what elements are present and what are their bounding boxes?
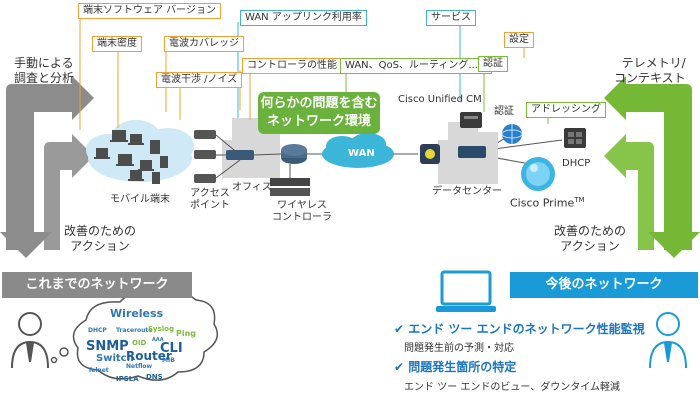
- cisco-prime-icon: [521, 157, 555, 191]
- right-action-label: 改善のための アクション: [554, 224, 626, 254]
- access-point-icons: [194, 130, 216, 183]
- callout-rf-interference: 電波干渉 /ノイズ: [156, 72, 243, 88]
- check-icon: ✔: [394, 360, 405, 374]
- cucm-label: Cisco Unified CM: [398, 94, 482, 105]
- wireless-controller-icon: [270, 178, 310, 196]
- router-icon: [281, 144, 307, 164]
- cucm-server-icon: [460, 112, 482, 128]
- dhcp-label: DHCP: [562, 158, 591, 169]
- wan-label: WAN: [348, 148, 375, 159]
- callout-client-software: 端末ソフトウェア バージョン: [78, 3, 221, 19]
- manual-analysis-line1: 手動による: [14, 56, 74, 70]
- callout-controller-perf: コントローラの性能: [242, 58, 342, 74]
- bullet-1-title-text: エンド ツー エンドのネットワーク性能監視: [408, 322, 645, 336]
- telemetry-line2: コンテキスト: [614, 71, 686, 85]
- access-point-label-line1: アクセス: [190, 188, 230, 199]
- bullet-2-title-text: 問題発生箇所の特定: [408, 360, 517, 374]
- mobile-devices: [94, 130, 168, 184]
- telemetry-label: テレメトリ/ コンテキスト: [614, 56, 686, 86]
- access-point-label: アクセス ポイント: [190, 188, 230, 212]
- auth-server-label: 認証: [494, 106, 514, 117]
- problem-network-box: 何らかの問題を含む ネットワーク環境: [258, 92, 380, 134]
- bullet-2-title: ✔ 問題発生箇所の特定: [394, 358, 516, 375]
- thought-cloud: [50, 291, 219, 381]
- callout-rf-coverage: 電波カバレッジ: [164, 36, 244, 52]
- callout-client-density: 端末密度: [92, 36, 142, 52]
- left-action-line2: アクション: [70, 239, 130, 253]
- mobile-device-label: モバイル端末: [110, 194, 170, 205]
- cisco-prime-tm: TM: [574, 196, 585, 204]
- callout-services: サービス: [426, 10, 476, 26]
- problem-line2: ネットワーク環境: [266, 114, 371, 129]
- datacenter-label: データセンター: [432, 186, 502, 197]
- wlc-label-line1: ワイヤレス: [277, 200, 327, 211]
- manual-analysis-label: 手動による 調査と分析: [14, 56, 74, 86]
- bullet-2-sub: エンド ツー エンドのビュー、ダウンタイム軽減: [404, 382, 621, 393]
- callout-wan-qos: WAN、QoS、ルーティング......: [340, 58, 493, 74]
- callout-wan-uplink: WAN アップリンク利用率: [240, 10, 367, 26]
- wlc-label-line2: コントローラ: [272, 212, 332, 223]
- person-left-icon: [11, 312, 49, 369]
- office-buildings: [222, 118, 280, 178]
- wlc-label: ワイヤレス コントローラ: [272, 200, 332, 224]
- auth-server-icon: [501, 124, 523, 144]
- cisco-prime-label: Cisco PrimeTM: [510, 194, 585, 210]
- cisco-prime-text: Cisco Prime: [510, 196, 575, 210]
- problem-line1: 何らかの問題を含む: [260, 96, 378, 111]
- manual-analysis-line2: 調査と分析: [14, 71, 75, 85]
- right-loop-arrow: [604, 76, 700, 258]
- firewall-icon: [420, 144, 440, 164]
- future-network-button[interactable]: 今後のネットワーク: [510, 272, 698, 298]
- right-action-line2: アクション: [560, 239, 620, 253]
- left-loop-arrow: [0, 76, 94, 258]
- left-action-line1: 改善のための: [64, 224, 137, 238]
- bullet-1-sub: 問題発生前の予測・対応: [404, 343, 514, 354]
- datacenter-switch: [458, 146, 486, 158]
- wan-cloud: [322, 133, 394, 168]
- legacy-network-button[interactable]: これまでのネットワーク: [2, 272, 192, 298]
- dhcp-server-icon: [564, 128, 586, 148]
- office-label: オフィス: [232, 182, 272, 193]
- check-icon: ✔: [394, 322, 405, 336]
- callout-auth: 認証: [478, 56, 508, 72]
- callout-addressing: アドレッシング: [526, 102, 606, 118]
- left-action-label: 改善のための アクション: [64, 224, 136, 254]
- person-right-icon: [649, 312, 687, 369]
- bullet-1-title: ✔ エンド ツー エンドのネットワーク性能監視: [394, 320, 645, 337]
- telemetry-line1: テレメトリ/: [621, 56, 686, 70]
- access-point-label-line2: ポイント: [190, 200, 230, 211]
- right-action-line1: 改善のための: [554, 224, 627, 238]
- callout-settings: 設定: [504, 32, 534, 48]
- laptop-icon: [436, 270, 496, 312]
